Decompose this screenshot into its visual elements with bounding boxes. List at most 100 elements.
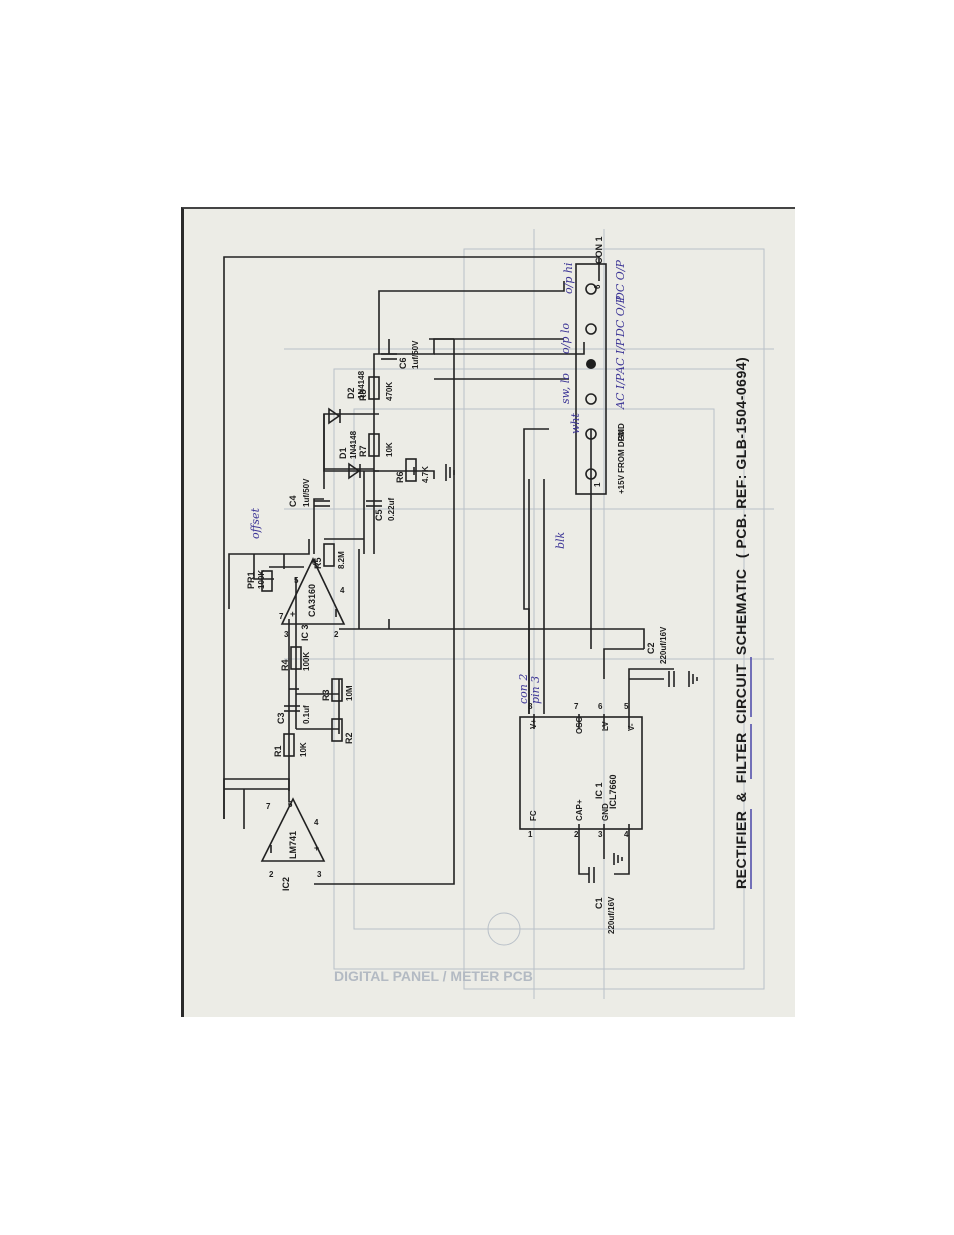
c5-value: 0.22uf — [387, 498, 396, 521]
c2-ref: C2 — [646, 642, 656, 654]
pr1-ref: PR1 — [246, 571, 256, 589]
r7-ref: R7 — [358, 445, 368, 457]
con1-pin6-label: DC O/P — [614, 260, 627, 302]
c5-ref: C5 — [374, 509, 384, 521]
svg-text:3: 3 — [598, 830, 603, 839]
c2-value: 220uf/16V — [659, 626, 668, 664]
r4-ref: R4 — [280, 659, 290, 671]
ground-symbols — [445, 464, 698, 865]
ic1-pin-v-plus: V+ — [529, 719, 538, 729]
r5-value: 8.2M — [337, 551, 346, 569]
ic1-pin-v-minus: V- — [627, 723, 636, 731]
svg-text:8: 8 — [528, 702, 533, 711]
c4-value: 1uf/50V — [302, 478, 311, 507]
r8-value: 470K — [385, 382, 394, 401]
c6-value: 1uf/50V — [411, 340, 420, 369]
r5-ref: R5 — [313, 557, 323, 569]
ic1-icl7660: IC 1 ICL7660 FC CAP+ GND V+ OSC LV V- 8 … — [519, 702, 643, 839]
note-sw: sw, lo — [559, 373, 572, 404]
r8-ref: R8 — [358, 389, 368, 401]
c3-ref: C3 — [276, 712, 286, 724]
resistors: R1 10K R2 R3 10M R4 100K R5 8.2M R6 4.7K… — [246, 376, 430, 757]
note-blk: blk — [554, 531, 567, 549]
ic1-pin-osc: OSC — [575, 716, 584, 734]
svg-text:7: 7 — [574, 702, 579, 711]
ic1-pin-gnd: GND — [601, 803, 610, 821]
handwritten-notes: offset con 2 pin 3 blk wht sw, lo o/p hi… — [249, 263, 582, 704]
ic3-part: CA3160 — [307, 584, 317, 617]
capacitors: C3 0.1uf C4 1uf/50V C5 0.22uf C6 1uf/50V… — [276, 340, 675, 934]
d1-ref: D1 — [338, 447, 348, 459]
note-pin3: pin 3 — [529, 676, 542, 704]
svg-text:4: 4 — [340, 586, 345, 595]
con1-pin5-label: DC O/P — [614, 296, 627, 338]
c6-ref: C6 — [398, 357, 408, 369]
schematic-drawing: DIGITAL PANEL / METER PCB — [223, 229, 774, 999]
ic1-ref: IC 1 — [594, 782, 604, 799]
ic1-pin-fc: FC — [529, 810, 538, 821]
r4-value: 100K — [302, 652, 311, 671]
con1-pin2-label: GND — [617, 423, 626, 441]
r1-value: 10K — [299, 742, 308, 757]
svg-text:2: 2 — [334, 630, 339, 639]
svg-text:+: + — [290, 609, 295, 619]
con1-pin3-label: AC I/P — [614, 373, 627, 410]
svg-text:4: 4 — [624, 830, 629, 839]
note-con2: con 2 — [517, 674, 530, 704]
c3-value: 0.1uf — [302, 705, 311, 724]
svg-text:6: 6 — [598, 702, 603, 711]
note-wht: wht — [569, 413, 582, 435]
r1-ref: R1 — [273, 745, 283, 757]
svg-text:7: 7 — [266, 802, 271, 811]
r7-value: 10K — [385, 442, 394, 457]
c1-value: 220uf/16V — [607, 896, 616, 934]
note-ohi: o/p hi — [562, 263, 575, 294]
ic2-ref: IC2 — [281, 877, 291, 891]
ic2-part: LM741 — [288, 831, 298, 859]
pr1-value: 100K — [257, 570, 266, 589]
svg-text:5: 5 — [294, 576, 299, 585]
svg-text:6: 6 — [288, 800, 293, 809]
title-filter: FILTER — [733, 732, 749, 783]
title-schematic: SCHEMATIC — [733, 568, 749, 655]
ic3-ca3160: CA3160 IC 3 + 3 2 7 5 6 4 — [279, 557, 346, 641]
svg-text:+: + — [314, 843, 319, 853]
r6-value: 4.7K — [421, 466, 430, 483]
ic1-part: ICL7660 — [608, 774, 618, 809]
r3-ref: R3 — [321, 689, 331, 701]
title-circuit: CIRCUIT — [733, 664, 749, 724]
d2-value: 1N4148 — [357, 370, 366, 399]
title-pcb-ref: ( PCB. REF: GLB-1504-0694) — [733, 357, 749, 558]
d1-value: 1N4148 — [349, 430, 358, 459]
schematic-sheet: DIGITAL PANEL / METER PCB — [181, 207, 795, 1017]
connector-con1: CON 1 1 6 +15V FROM DPM GND AC I/P AC I/… — [575, 236, 627, 495]
svg-text:4: 4 — [314, 818, 319, 827]
svg-text:5: 5 — [624, 702, 629, 711]
r2-ref: R2 — [344, 732, 354, 744]
watermark-text: DIGITAL PANEL / METER PCB — [334, 968, 533, 984]
ic2-lm741: LM741 IC2 + 2 3 4 6 7 — [260, 797, 326, 891]
svg-text:2: 2 — [574, 830, 579, 839]
d2-ref: D2 — [346, 387, 356, 399]
c1-ref: C1 — [594, 897, 604, 909]
r6-ref: R6 — [395, 471, 405, 483]
note-offset: offset — [249, 507, 262, 539]
r3-value: 10M — [345, 685, 354, 701]
schematic-title: RECTIFIER & FILTER CIRCUIT SCHEMATIC ( P… — [733, 357, 752, 889]
con1-pin1-label: +15V FROM DPM — [617, 429, 626, 494]
ic1-pin-cap-plus: CAP+ — [575, 799, 584, 821]
c4-ref: C4 — [288, 495, 298, 507]
ic1-pin-lv: LV — [601, 721, 610, 731]
diodes: D1 1N4148 D2 1N4148 — [328, 370, 366, 480]
svg-text:6: 6 — [312, 558, 317, 567]
svg-text:2: 2 — [269, 870, 274, 879]
con1-ref: CON 1 — [594, 236, 604, 264]
con1-pin4-label: AC I/P — [614, 338, 627, 375]
svg-text:3: 3 — [284, 630, 289, 639]
svg-text:3: 3 — [317, 870, 322, 879]
svg-text:RECTIFIER & FILTER: RECTIFIER & FILTER CIRCUIT SCHEMATIC ( P… — [733, 357, 749, 889]
ic3-ref: IC 3 — [300, 624, 310, 641]
note-olo: o/p lo — [559, 323, 572, 354]
title-rectifier: RECTIFIER — [733, 811, 749, 889]
svg-text:1: 1 — [528, 830, 533, 839]
